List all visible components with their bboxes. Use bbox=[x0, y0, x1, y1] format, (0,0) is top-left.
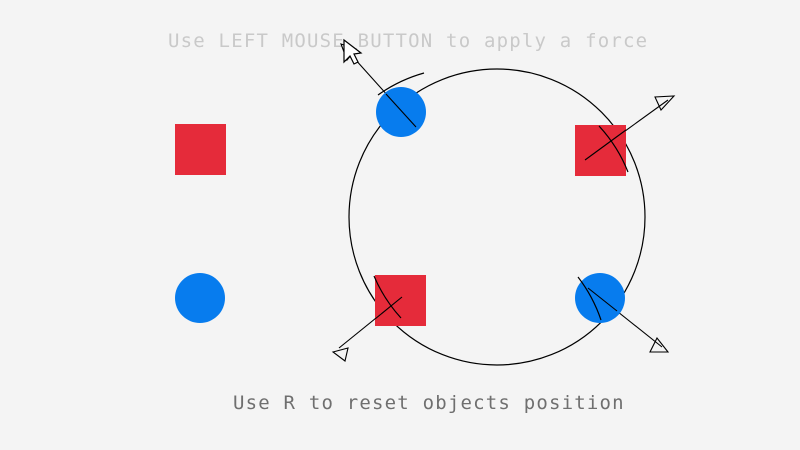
body-square-bottom[interactable] bbox=[375, 275, 426, 326]
body-square-left[interactable] bbox=[175, 124, 226, 175]
orbit-circle-overlay-arcs bbox=[373, 72, 629, 321]
hint-apply-force-label: Use LEFT MOUSE BUTTON to apply a force bbox=[168, 30, 649, 52]
force-vector-overlays bbox=[374, 93, 627, 320]
hint-reset-label: Use R to reset objects position bbox=[233, 392, 625, 414]
body-circle-bottom-left[interactable] bbox=[175, 273, 225, 323]
orbit-constraint-circle bbox=[348, 68, 646, 366]
body-square-top-right[interactable] bbox=[575, 125, 626, 176]
body-circle-top[interactable] bbox=[376, 87, 426, 137]
mouse-cursor-icon bbox=[343, 38, 363, 65]
